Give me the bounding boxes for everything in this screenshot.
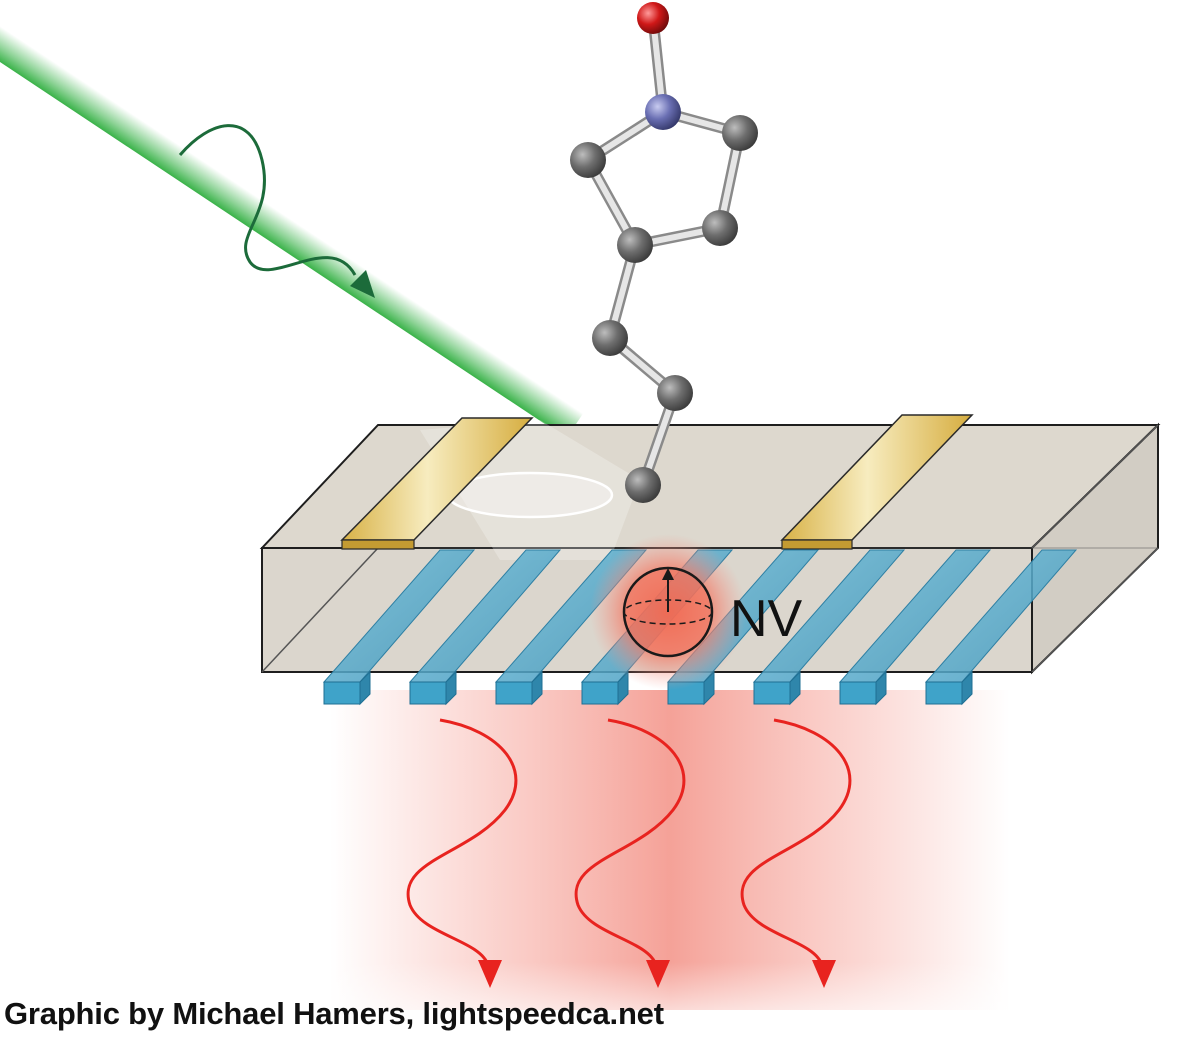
waveguide-pillar [322,549,476,706]
carbon-atom [592,320,628,356]
carbon-atom [570,142,606,178]
green-excitation-arrow [178,124,375,298]
carbon-atom [702,210,738,246]
waveguide-pillar [752,549,906,706]
waveguide-pillar [408,549,562,706]
gold-electrode-right [780,414,974,550]
green-laser-beam [0,0,600,439]
red-emission-arrow [574,718,686,988]
red-emission-glow [330,690,1010,1010]
gold-electrode-left [340,417,534,550]
waveguide-pillar [838,549,992,706]
carbon-atom [617,227,653,263]
nitrogen-atom [645,94,681,130]
red-emission-arrow [406,718,518,988]
graphic-credit: Graphic by Michael Hamers, lightspeedca.… [4,996,664,1031]
red-emission-arrow [740,718,852,988]
diamond-chip [259,422,1161,675]
waveguide-pillar [924,549,1078,706]
nv-center [590,534,746,690]
red-emission-arrows [406,718,852,988]
carbon-atom [625,467,661,503]
carbon-atom [722,115,758,151]
carbon-atom [657,375,693,411]
nv-label: NV [730,590,803,648]
oxygen-atom [637,2,669,34]
nitroxide-molecule [570,2,758,503]
